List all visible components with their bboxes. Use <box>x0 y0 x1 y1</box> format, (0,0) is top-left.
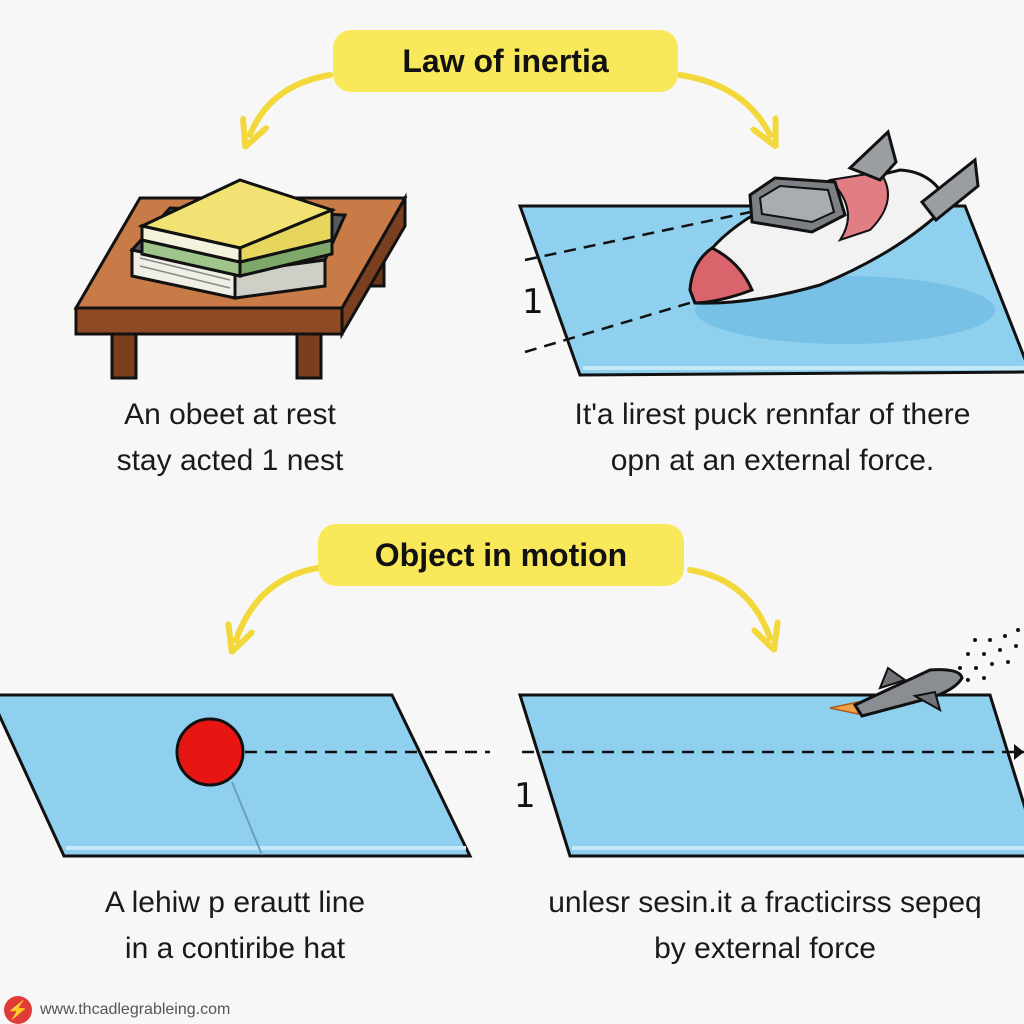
caption-top-left: An obeet at rest stay acted 1 nest <box>60 392 400 484</box>
table-leg-right <box>295 330 323 380</box>
caption-bottom-left: A lehiw p erautt line in a contiribe hat <box>50 880 420 972</box>
boat-stripe-red <box>827 170 889 242</box>
boat-window <box>758 184 836 224</box>
caption-line: It'a lirest puck rennfar of there <box>574 398 971 431</box>
marker-number-top: 1 <box>522 282 544 322</box>
caption-line: unlesr sesin.it a fracticirss sepeq <box>548 886 982 919</box>
table-leg-left <box>110 330 138 380</box>
caption-line: stay acted 1 nest <box>116 444 344 477</box>
caption-top-right: It'a lirest puck rennfar of there opn at… <box>525 392 1020 484</box>
motion-line-upper <box>524 208 761 262</box>
arrow-head-right-edge <box>1014 744 1024 760</box>
table-front <box>74 306 344 336</box>
heading-law-of-inertia-text: Law of inertia <box>402 42 609 79</box>
boat-fin-right <box>919 157 980 223</box>
book-top-spine <box>238 207 334 264</box>
caption-line: in a contiribe hat <box>124 932 346 965</box>
caption-line: An obeet at rest <box>124 398 336 431</box>
caption-line: by external force <box>654 932 876 965</box>
curved-arrow-bottom-left <box>236 565 321 640</box>
boat-bow-red <box>688 246 754 305</box>
curved-arrow-top-right <box>677 72 770 135</box>
boat-illustration <box>688 129 995 344</box>
caption-line: opn at an external force. <box>610 444 935 477</box>
curved-arrow-top-left <box>250 72 333 135</box>
lightning-logo-icon: ⚡ <box>4 996 32 1024</box>
rocket-fin-top <box>878 666 908 690</box>
heading-object-in-motion: Object in motion <box>318 524 684 586</box>
caption-bottom-right: unlesr sesin.it a fracticirss sepeq by e… <box>510 880 1020 972</box>
marker-number-bottom: 1 <box>514 776 536 816</box>
ball-shadow-line <box>231 781 263 856</box>
red-ball <box>175 717 245 787</box>
ice-plane-bottom-right <box>517 693 1024 858</box>
motion-dots <box>958 628 1020 682</box>
heading-law-of-inertia: Law of inertia <box>333 30 678 92</box>
caption-line: A lehiw p erautt line <box>104 886 366 919</box>
rocket-illustration <box>829 628 1020 718</box>
ice-surface-bottom-right <box>517 693 1024 858</box>
footer-watermark: ⚡ www.thcadlegrableing.com <box>4 996 231 1024</box>
boat-fin-left <box>847 129 898 182</box>
table-with-books <box>73 178 408 380</box>
curved-arrow-bottom-right <box>687 567 770 638</box>
footer-url[interactable]: www.thcadlegrableing.com <box>40 1001 231 1018</box>
rocket-fin-bottom <box>912 690 942 713</box>
heading-object-in-motion-text: Object in motion <box>374 536 628 573</box>
ice-surface-bottom-left <box>0 693 490 858</box>
